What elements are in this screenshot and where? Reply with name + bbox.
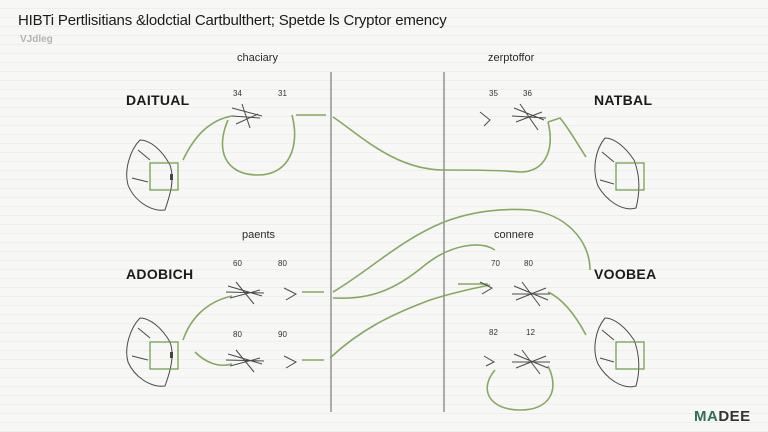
label-mid-left: paents xyxy=(242,229,276,241)
wire-bl-in xyxy=(182,295,233,341)
logo-part-2: DEE xyxy=(718,408,751,425)
wire-bottom-cross xyxy=(329,284,491,359)
wire-tr-out xyxy=(547,117,587,158)
wire-br-out xyxy=(547,291,587,336)
side-label-bottom-left: ADOBICH xyxy=(126,266,194,282)
page-subtitle: VJdleg xyxy=(20,34,53,45)
wire-top-cross xyxy=(332,116,551,173)
side-label-bottom-right: VOOBEA xyxy=(594,266,657,282)
value-mr-a: 70 xyxy=(491,259,500,268)
junction-tl xyxy=(231,103,263,129)
value-tr-b: 36 xyxy=(523,89,532,98)
value-ml-b: 80 xyxy=(278,259,287,268)
value-br-a: 82 xyxy=(489,328,498,337)
side-label-top-left: DAITUAL xyxy=(126,92,190,108)
value-mr-b: 80 xyxy=(524,259,533,268)
brand-logo: MADEE xyxy=(694,408,751,425)
junction-mr xyxy=(479,281,550,307)
wire-mid-cross-b xyxy=(332,244,496,300)
wire-tl-loop xyxy=(221,114,296,176)
device-icon-bottom-left xyxy=(126,317,179,387)
junction-tr xyxy=(479,103,547,131)
wire-tl-in xyxy=(182,115,233,161)
junction-br xyxy=(483,349,550,375)
logo-part-1: MA xyxy=(694,408,719,425)
value-tl-a: 34 xyxy=(233,89,242,98)
value-ml-a: 60 xyxy=(233,259,242,268)
device-icon-top-left xyxy=(126,139,179,211)
label-mid-right: connere xyxy=(494,229,534,241)
label-top-right: zerptoffor xyxy=(488,52,535,64)
value-br-b: 12 xyxy=(526,328,535,337)
wire-bl-in-b xyxy=(194,351,233,367)
device-icon-top-right xyxy=(594,137,645,210)
value-bl-a: 80 xyxy=(233,330,242,339)
value-tl-b: 31 xyxy=(278,89,287,98)
side-label-top-right: NATBAL xyxy=(594,92,653,108)
label-top-left: chaciary xyxy=(237,52,278,64)
wire-mid-cross-a xyxy=(332,208,591,293)
junction-bl xyxy=(225,349,298,373)
page-title: HIBTi Pertlisitians &lodctial Cartbulthe… xyxy=(18,12,447,29)
value-tr-a: 35 xyxy=(489,89,498,98)
value-bl-b: 90 xyxy=(278,330,287,339)
device-icon-bottom-right xyxy=(594,317,645,388)
junction-ml xyxy=(225,281,298,305)
wire-br-loop xyxy=(486,365,554,411)
